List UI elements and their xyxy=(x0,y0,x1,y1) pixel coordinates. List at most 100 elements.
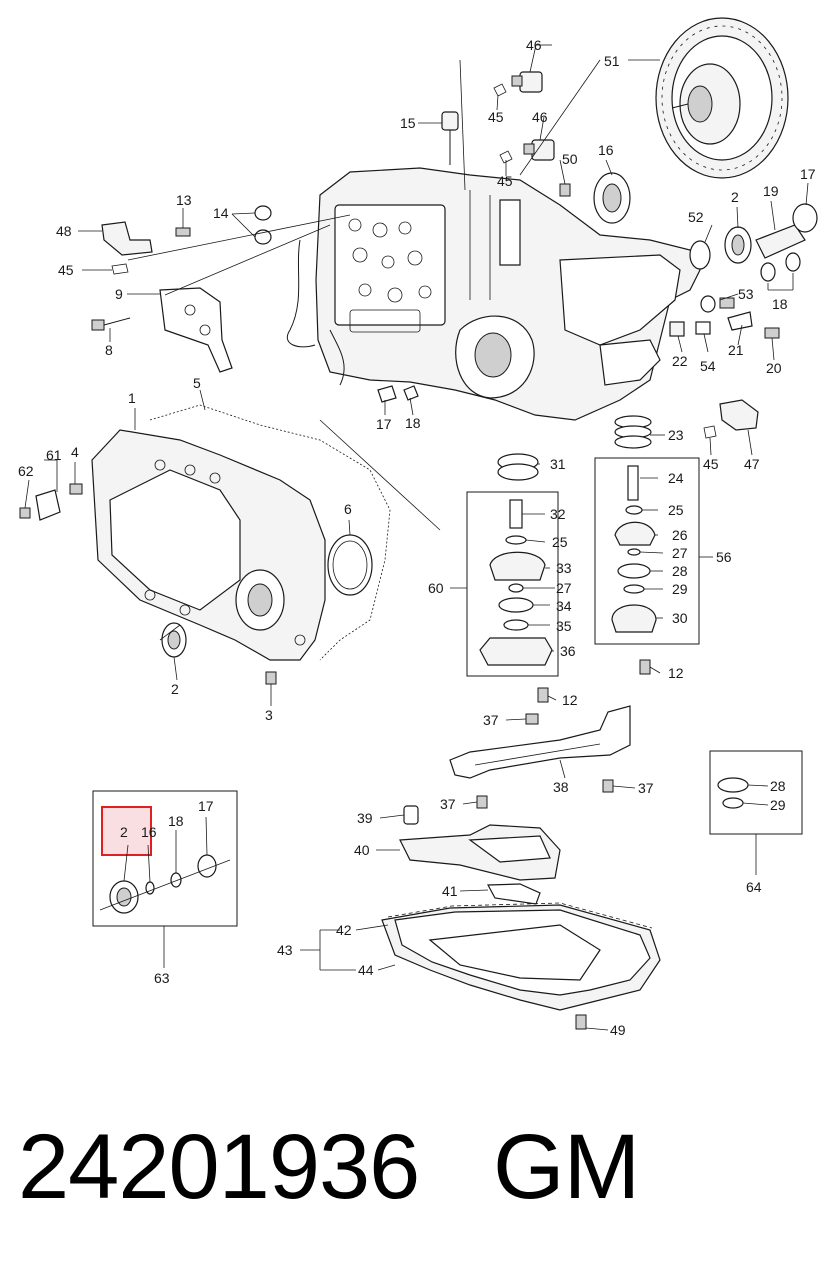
callout-41: 41 xyxy=(442,883,458,899)
callout-42: 42 xyxy=(336,922,352,938)
bracket-9 xyxy=(159,287,233,373)
callout-44: 44 xyxy=(358,962,374,978)
callout-21: 21 xyxy=(728,342,744,358)
callout-38: 38 xyxy=(553,779,569,795)
callout-12: 12 xyxy=(562,692,578,708)
part-54 xyxy=(695,321,711,335)
side-cover xyxy=(91,404,391,661)
transmission-case xyxy=(287,167,701,421)
part-53 xyxy=(700,295,735,313)
callout-22: 22 xyxy=(672,353,688,369)
callout-4: 4 xyxy=(71,444,79,460)
part-22 xyxy=(669,321,685,337)
callout-13: 13 xyxy=(176,192,192,208)
callout-15: 15 xyxy=(400,115,416,131)
filter-40 xyxy=(399,824,561,881)
callout-43: 43 xyxy=(277,942,293,958)
sensor-46a xyxy=(511,71,543,93)
bolt-37b xyxy=(476,795,488,809)
bracket-41 xyxy=(487,883,541,905)
callout-labels: 46 51 15 45 46 50 16 45 13 14 48 45 9 8 … xyxy=(18,37,816,1038)
callout-34: 34 xyxy=(556,598,572,614)
sensor-47 xyxy=(719,399,759,431)
transmission-exploded-view: 46 51 15 45 46 50 16 45 13 14 48 45 9 8 … xyxy=(18,17,818,1038)
kit-box-63 xyxy=(92,790,238,927)
callout-17: 17 xyxy=(376,416,392,432)
sensor-46b xyxy=(523,139,555,161)
callout-64: 64 xyxy=(746,879,762,895)
callout-26: 26 xyxy=(672,527,688,543)
callout-16: 16 xyxy=(141,824,157,840)
callout-14: 14 xyxy=(213,205,229,221)
seal-16 xyxy=(593,172,631,224)
bearing-17b xyxy=(377,385,397,403)
callout-45: 45 xyxy=(703,456,719,472)
callout-53: 53 xyxy=(738,286,754,302)
bracket-61 xyxy=(35,489,61,521)
callout-18: 18 xyxy=(405,415,421,431)
torque-converter xyxy=(655,17,789,179)
seal-2b xyxy=(161,622,187,658)
callout-2: 2 xyxy=(171,681,179,697)
callout-25: 25 xyxy=(668,502,684,518)
callout-36: 36 xyxy=(560,643,576,659)
bolt-3 xyxy=(265,671,277,685)
callout-52: 52 xyxy=(688,209,704,225)
ring-18b xyxy=(403,385,419,401)
callout-27: 27 xyxy=(672,545,688,561)
callout-39: 39 xyxy=(357,810,373,826)
callout-2: 2 xyxy=(120,824,128,840)
callout-60: 60 xyxy=(428,580,444,596)
bolt-12b xyxy=(639,659,651,675)
callout-23: 23 xyxy=(668,427,684,443)
callout-8: 8 xyxy=(105,342,113,358)
callout-20: 20 xyxy=(766,360,782,376)
callout-46: 46 xyxy=(526,37,542,53)
callout-30: 30 xyxy=(672,610,688,626)
callout-28: 28 xyxy=(770,778,786,794)
bolt-50 xyxy=(559,183,571,197)
clip-45c xyxy=(111,263,129,275)
callout-37: 37 xyxy=(440,796,456,812)
callout-6: 6 xyxy=(344,501,352,517)
callout-49: 49 xyxy=(610,1022,626,1038)
callout-48: 48 xyxy=(56,223,72,239)
callout-18: 18 xyxy=(168,813,184,829)
callout-18: 18 xyxy=(772,296,788,312)
callout-25: 25 xyxy=(552,534,568,550)
plug-15 xyxy=(441,111,459,165)
oil-pan xyxy=(381,902,661,1011)
callout-27: 27 xyxy=(556,580,572,596)
spring-23 xyxy=(614,415,652,449)
rings-18a xyxy=(760,252,801,282)
part-20 xyxy=(764,327,780,339)
part-number-footer: 24201936 GM xyxy=(18,1112,640,1222)
ring-52 xyxy=(689,240,711,270)
bushing-14 xyxy=(254,205,272,245)
callout-37: 37 xyxy=(638,780,654,796)
bolt-49 xyxy=(575,1014,587,1030)
part-number: 24201936 xyxy=(18,1116,420,1218)
callout-12: 12 xyxy=(668,665,684,681)
clip-45a xyxy=(493,83,507,97)
sensor-48 xyxy=(101,221,153,256)
callout-63: 63 xyxy=(154,970,170,986)
clip-45d xyxy=(703,425,717,439)
callout-45: 45 xyxy=(58,262,74,278)
callout-37: 37 xyxy=(483,712,499,728)
callout-28: 28 xyxy=(672,563,688,579)
callout-5: 5 xyxy=(193,375,201,391)
seal-39 xyxy=(403,805,419,825)
callout-61: 61 xyxy=(46,447,62,463)
callout-47: 47 xyxy=(744,456,760,472)
leader-lines xyxy=(24,44,809,1031)
callout-24: 24 xyxy=(668,470,684,486)
ring-kit-64 xyxy=(709,750,803,835)
seal-2a xyxy=(724,226,752,264)
oring-6 xyxy=(327,534,373,596)
bolt-12a xyxy=(537,687,549,703)
callout-17: 17 xyxy=(800,166,816,182)
bolt-37c xyxy=(602,779,614,793)
callout-62: 62 xyxy=(18,463,34,479)
callout-9: 9 xyxy=(115,286,123,302)
